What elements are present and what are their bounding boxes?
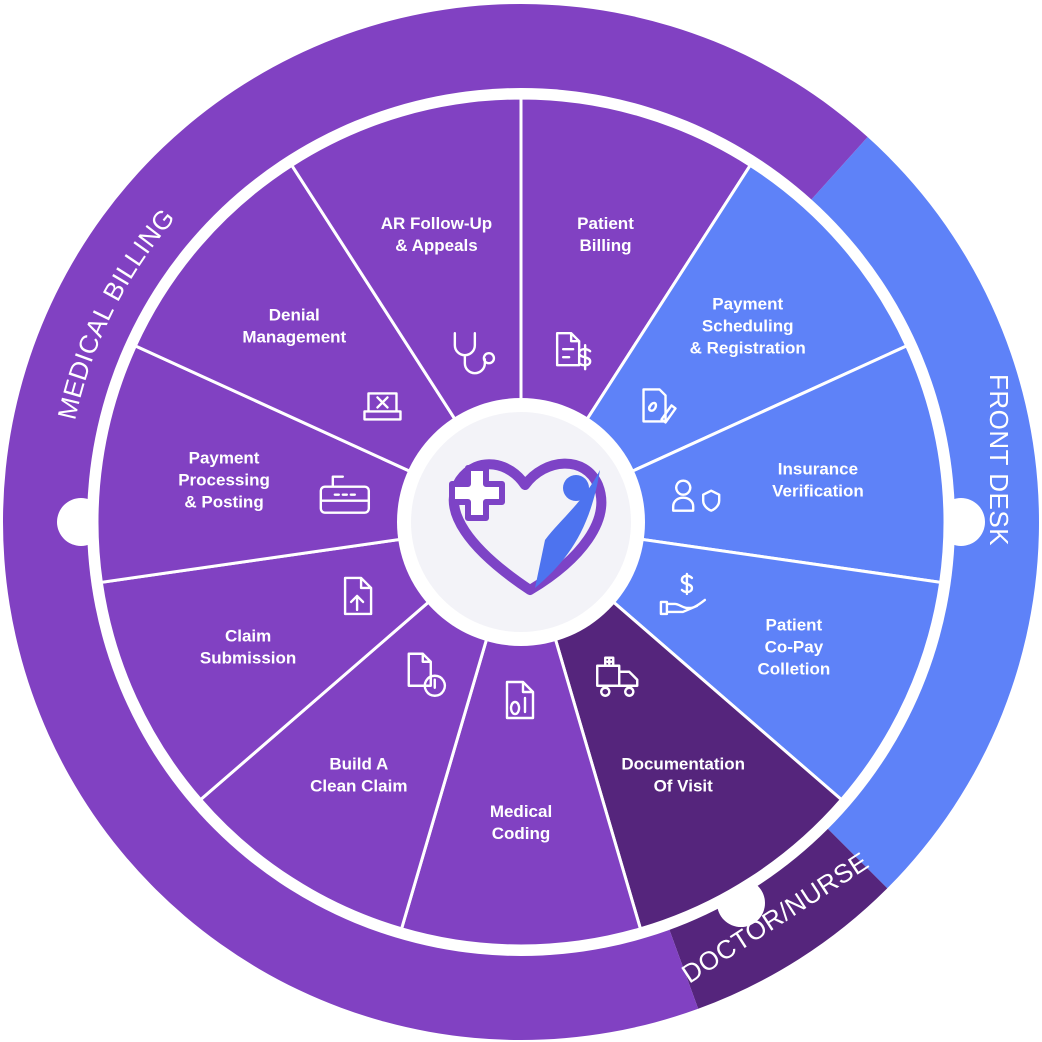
document-edit-icon (642, 388, 677, 424)
segment-payment-scheduling-registration (516, 163, 909, 526)
segment-label-line: Colletion (758, 660, 831, 679)
segment-claim-submission (99, 519, 526, 802)
user-shield-icon (671, 479, 721, 512)
segment-label-line: Coding (492, 824, 551, 843)
segment-label-7: Build A Clean Claim (310, 754, 407, 795)
segment-label-line: Denial (269, 306, 320, 325)
segment-label-line: Build A (329, 754, 388, 773)
segment-label-line: Verification (772, 481, 864, 500)
ring-label-front-desk: FRONT DESK (984, 374, 1014, 546)
heart-outline (448, 458, 607, 595)
segment-label-line: AR Follow-Up (381, 214, 492, 233)
segment-label-line: Patient (766, 616, 823, 635)
segment-label-line: Patient (577, 214, 634, 233)
person-head (563, 475, 589, 501)
person-figure (535, 470, 600, 588)
segment-label-line: Processing (178, 470, 270, 489)
segment-label-line: Payment (712, 295, 783, 314)
notch-right (937, 498, 985, 546)
denied-stamp-icon (363, 392, 402, 421)
center-hub (397, 398, 645, 646)
segment-label-11: AR Follow-Up & Appeals (381, 214, 492, 255)
medical-cross (449, 465, 505, 521)
segment-build-a-clean-claim (198, 517, 524, 931)
ambulance-icon (596, 656, 639, 697)
notch-left (57, 498, 105, 546)
segment-label-line: Management (242, 328, 346, 347)
segment-denial-management (133, 163, 526, 526)
segment-label-line: Medical (490, 802, 552, 821)
segment-label-line: Insurance (778, 459, 858, 478)
segment-label-line: & Posting (184, 492, 263, 511)
segment-label-line: Of Visit (654, 776, 714, 795)
invoice-dollar-icon (555, 332, 592, 371)
heart-care-logo-icon (448, 458, 607, 595)
segment-documentation-of-visit (518, 517, 844, 931)
segment-label-5: Documentation Of Visit (621, 754, 745, 795)
card-terminal-icon (319, 475, 371, 514)
binary-file-icon (505, 680, 535, 720)
segment-label-line: & Registration (690, 339, 806, 358)
file-info-icon (407, 652, 447, 697)
stethoscope-icon (453, 332, 496, 375)
segment-label-line: Scheduling (702, 317, 794, 336)
segment-label-line: Submission (200, 649, 296, 668)
hand-dollar-icon (659, 572, 707, 616)
segment-label-line: Billing (580, 236, 632, 255)
segment-label-line: Claim (225, 627, 271, 646)
segment-label-line: & Appeals (395, 236, 478, 255)
segment-label-line: Co-Pay (765, 638, 824, 657)
segment-medical-coding (399, 516, 643, 948)
segment-patient-co-pay-colletion (516, 519, 943, 802)
segment-label-line: Payment (189, 448, 260, 467)
file-upload-icon (343, 576, 373, 616)
segment-icons (319, 332, 721, 720)
segment-label-line: Clean Claim (310, 776, 407, 795)
segment-label-line: Documentation (621, 754, 745, 773)
